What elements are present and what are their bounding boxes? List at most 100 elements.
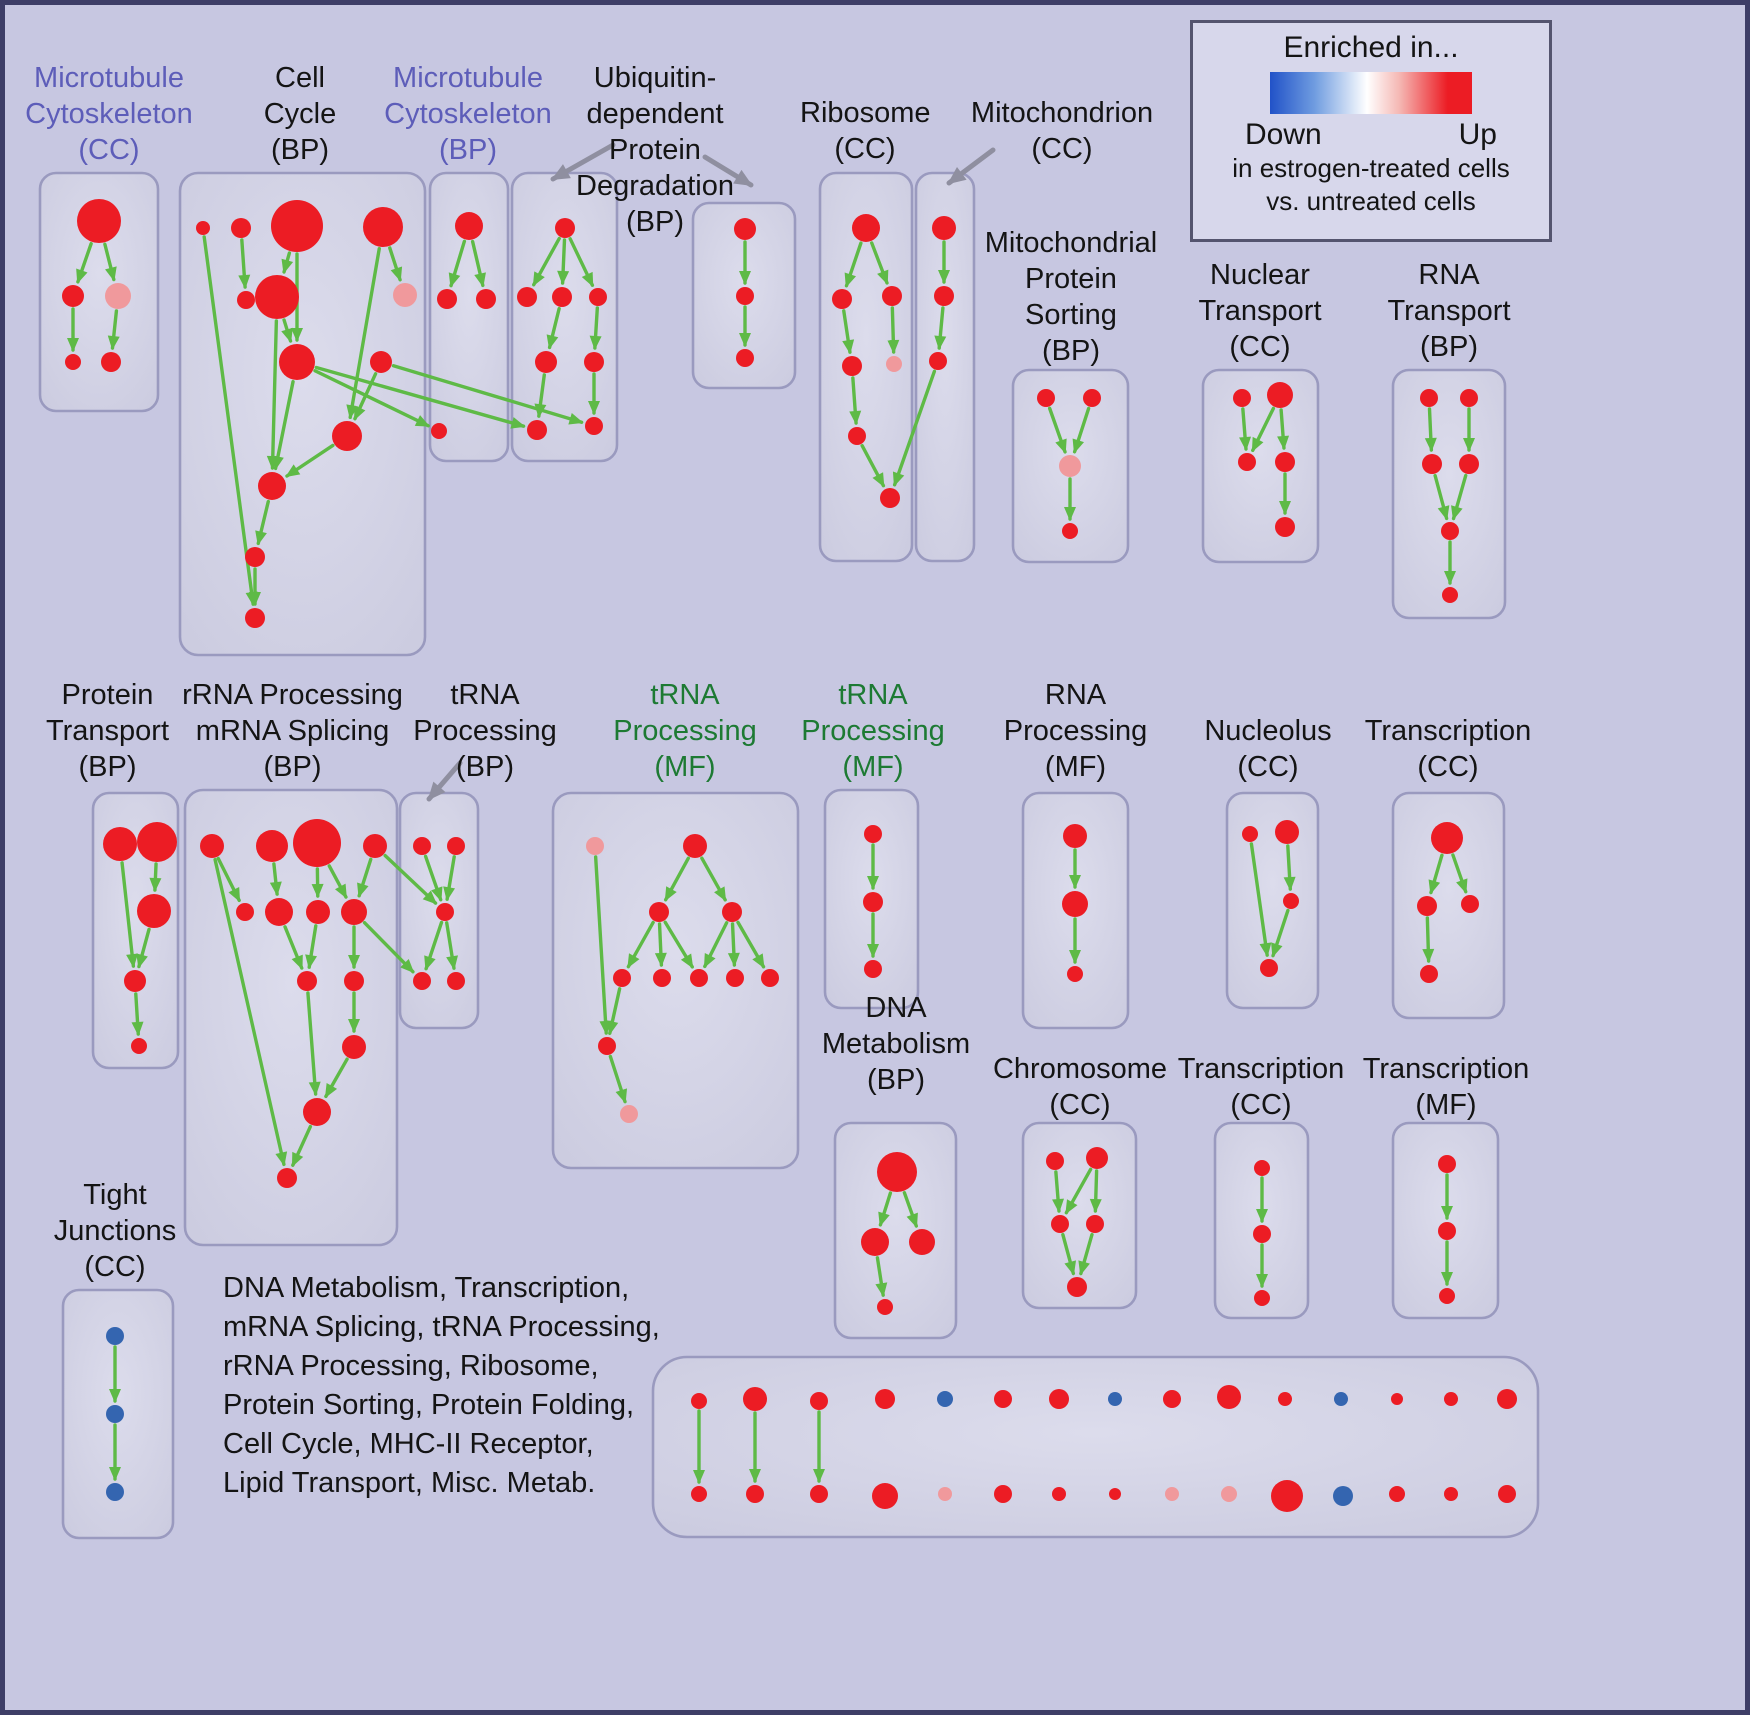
edge-rr12-rr13 [291,1124,313,1168]
go-term-node-mtbp2 [437,289,457,309]
annotation-arrow [702,154,754,188]
go-term-node-mtbp3 [476,289,496,309]
go-term-node-rr4 [363,834,387,858]
go-term-node-cc3 [271,200,323,252]
go-term-node-ub8 [585,417,603,435]
go-term-node-tm1g [690,969,708,987]
group-label-ubiquitin-dependent-protein-degradation-bp: Ubiquitin- dependent Protein Degradation… [576,62,734,238]
go-term-node-mtbp1 [455,212,483,240]
go-term-node-rr2 [256,830,288,862]
go-term-node-tc2c [1254,1290,1270,1306]
go-term-node-ms15b [1498,1485,1516,1503]
go-term-node-mtcc5 [101,352,121,372]
group-box-chromosome-cc [1021,1121,1138,1310]
group-label-transcription-cc-upper: Transcription (CC) [1364,715,1532,783]
go-term-node-trbp2 [447,837,465,855]
go-term-node-pt1 [103,827,137,861]
edge-rr3-rr8 [327,864,348,899]
edge-nso3-nso4 [1271,908,1290,958]
edge-ub4-ub6 [589,306,602,351]
edge-rr9-rr12 [306,991,321,1097]
edge-cc8-cc11 [272,379,295,471]
go-term-node-ms4b [872,1483,898,1509]
go-term-node-ms11t [1278,1392,1292,1406]
edge-tm1d-tm1i [736,920,766,969]
edge-cc6-cc11 [266,319,279,471]
edge-chr1-chr3 [1052,1170,1065,1214]
legend-scale-labels: Down Up [1245,118,1497,152]
edge-rib1-rib3 [870,241,889,285]
go-term-node-tm1k [620,1105,638,1123]
go-term-node-trbp5 [447,972,465,990]
edge-tm1j-tm1k [608,1054,628,1104]
go-term-node-nso2 [1275,820,1299,844]
group-box-mitochondrion-cc [914,171,976,563]
edge-tm1c-tm1g [663,920,694,969]
go-term-node-ms10b [1221,1486,1237,1502]
go-term-node-cc9 [370,351,392,373]
edge-ub1-ub3 [557,238,570,286]
go-term-node-ms8b [1109,1488,1121,1500]
go-term-node-nuc2 [1267,382,1293,408]
miscellaneous-terms-note: DNA Metabolism, Transcription, mRNA Spli… [223,1272,660,1499]
edge-tm1d-tm1g [703,921,729,969]
go-term-node-tmf1 [1438,1155,1456,1173]
group-label-microtubule-cytoskeleton-cc: Microtubule Cytoskeleton (CC) [25,62,193,166]
go-term-node-ms6t [994,1390,1012,1408]
go-term-node-mtcc3 [105,283,131,309]
go-term-node-pt3 [137,894,171,928]
go-term-node-mps1 [1037,389,1055,407]
go-term-node-tc1b [1417,896,1437,916]
edge-nuc1-nuc3 [1239,407,1252,452]
legend-title: Enriched in... [1283,31,1459,64]
edge-trbp3-trbp5 [445,921,458,971]
go-term-node-rr10 [344,971,364,991]
go-term-node-rib1 [852,214,880,242]
go-term-node-pt2 [137,822,177,862]
go-term-node-rr3 [293,819,341,867]
go-term-node-ms14b [1444,1487,1458,1501]
go-term-node-cc5 [237,291,255,309]
group-label-trna-processing-mf-small: tRNA Processing (MF) [801,679,945,783]
go-term-node-chr4 [1086,1215,1104,1233]
group-label-chromosome-cc: Chromosome (CC) [992,1053,1168,1121]
edge-mps1-mps3 [1047,406,1067,454]
go-term-node-ms7t [1049,1389,1069,1409]
edge-ub3-ub5 [546,306,561,350]
go-term-node-mito3 [929,352,947,370]
go-term-node-cc13 [245,608,265,628]
edge-rib2-rib4 [842,309,855,355]
go-term-node-tc2b [1253,1225,1271,1243]
go-term-node-nso4 [1260,959,1278,977]
go-term-node-trbp3 [436,903,454,921]
edge-nuc2-nuc3 [1251,406,1276,453]
edge-pt1-pt4 [120,861,139,969]
go-term-node-rr12 [303,1098,331,1126]
go-term-node-rr13 [277,1168,297,1188]
group-box-ribosome-cc [818,171,914,563]
edge-rr1-rr13 [213,857,288,1167]
go-term-node-tm1d [722,902,742,922]
go-term-node-chr3 [1051,1215,1069,1233]
edge-dm1-dm3 [902,1191,918,1228]
group-label-transcription-cc-lower: Transcription (CC) [1177,1053,1345,1121]
go-term-node-dm2 [861,1228,889,1256]
go-term-node-tj1 [106,1327,124,1345]
go-term-node-dm4 [877,1299,893,1315]
go-term-node-cc2 [231,218,251,238]
go-term-node-tm1c [649,902,669,922]
edge-chr2-chr3 [1064,1167,1093,1215]
go-term-node-rnat2 [1460,389,1478,407]
edge-cc9-ub8 [391,364,584,425]
go-term-node-cc7 [393,283,417,307]
go-term-node-rnat4 [1459,454,1479,474]
group-label-tight-junctions-cc: Tight Junctions (CC) [53,1179,177,1283]
edge-dm1-dm2 [878,1191,893,1227]
go-term-node-tm1b [683,834,707,858]
edge-rnat4-rnat5 [1451,473,1468,521]
go-term-node-tm2b [863,892,883,912]
group-box-transcription-cc-upper [1391,791,1506,1020]
go-term-node-tm1j [598,1037,616,1055]
go-term-node-rpm3 [1067,966,1083,982]
